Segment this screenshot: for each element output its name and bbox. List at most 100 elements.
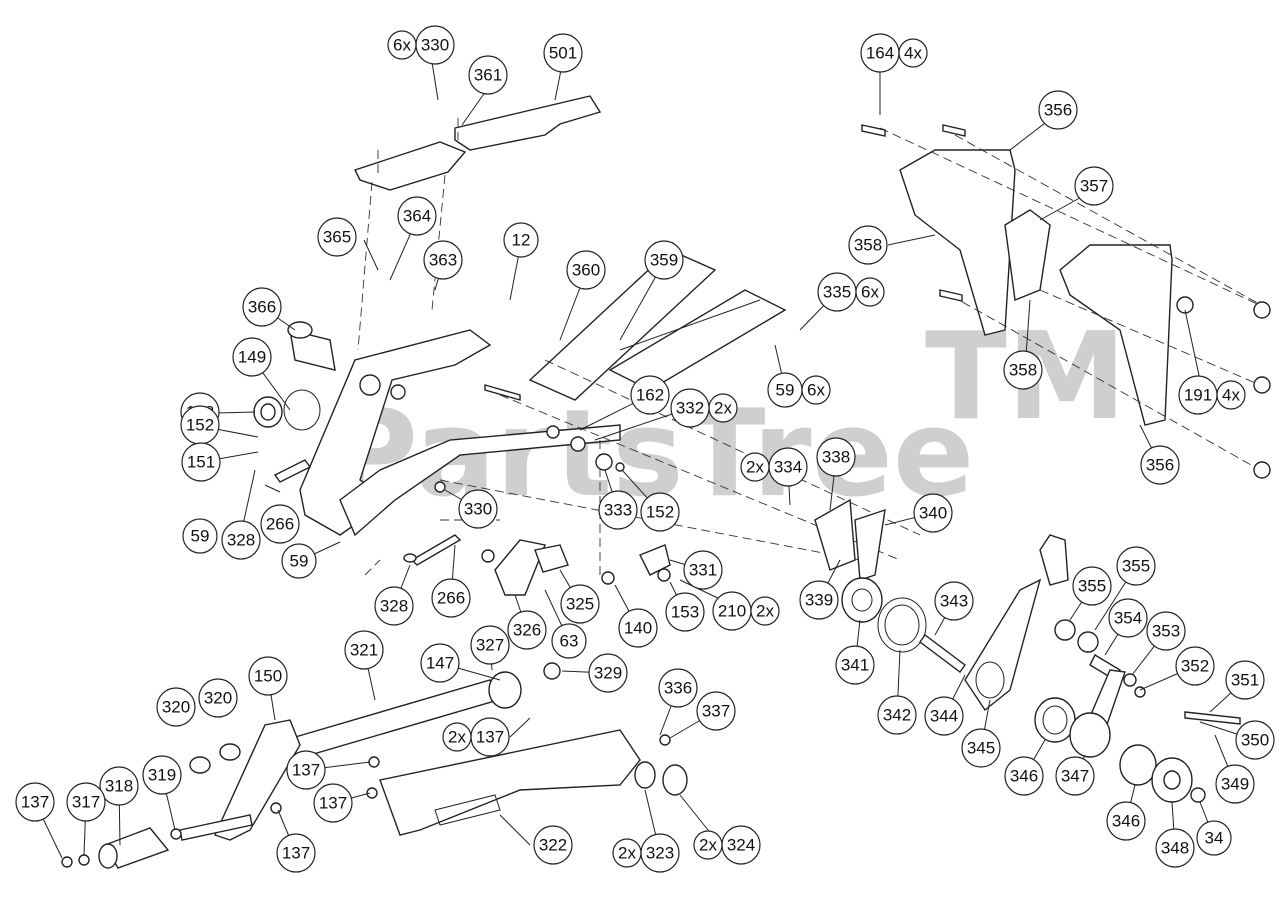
- callout-338[interactable]: 338: [816, 437, 856, 477]
- callout-140[interactable]: 140: [618, 608, 658, 648]
- callout-331[interactable]: 331: [683, 550, 723, 590]
- callout-153[interactable]: 153: [665, 592, 705, 632]
- callout-357[interactable]: 357: [1074, 166, 1114, 206]
- callout-label: 361: [474, 66, 502, 85]
- callout-361[interactable]: 361: [468, 55, 508, 95]
- callout-266[interactable]: 266: [260, 504, 300, 544]
- callout-359[interactable]: 359: [644, 240, 684, 280]
- callout-322[interactable]: 322: [533, 825, 573, 865]
- callout-347[interactable]: 347: [1055, 756, 1095, 796]
- callout-329[interactable]: 329: [588, 653, 628, 693]
- callout-318[interactable]: 318: [99, 766, 139, 806]
- pin-343: [919, 634, 966, 673]
- callout-343[interactable]: 343: [934, 581, 974, 621]
- callout-162[interactable]: 162: [630, 375, 670, 415]
- callout-59[interactable]: 59: [182, 518, 218, 554]
- callout-355[interactable]: 355: [1072, 566, 1112, 606]
- callout-358[interactable]: 358: [1003, 350, 1043, 390]
- callout-356[interactable]: 356: [1140, 445, 1180, 485]
- callout-147[interactable]: 147: [420, 643, 460, 683]
- callout-363[interactable]: 363: [423, 240, 463, 280]
- callout-344[interactable]: 344: [924, 696, 964, 736]
- callout-366[interactable]: 366: [242, 287, 282, 327]
- callout-358[interactable]: 358: [848, 225, 888, 265]
- callout-346[interactable]: 346: [1106, 801, 1146, 841]
- callout-circle: [934, 581, 974, 621]
- callout-317[interactable]: 317: [66, 782, 106, 822]
- callout-352[interactable]: 352: [1175, 646, 1215, 686]
- callout-348[interactable]: 348: [1155, 828, 1195, 868]
- callout-336[interactable]: 336: [658, 668, 698, 708]
- callout-364[interactable]: 364: [397, 196, 437, 236]
- callout-150[interactable]: 150: [248, 656, 288, 696]
- callout-12[interactable]: 12: [503, 222, 539, 258]
- callout-351[interactable]: 351: [1225, 660, 1265, 700]
- callout-label: 355: [1078, 577, 1106, 596]
- callout-320[interactable]: 320: [156, 687, 196, 727]
- knob: [1039, 534, 1069, 586]
- callout-328[interactable]: 328: [374, 586, 414, 626]
- callout-360[interactable]: 360: [566, 250, 606, 290]
- callout-326[interactable]: 326: [507, 610, 547, 650]
- callout-circle: [835, 645, 875, 685]
- bushing-366-end: [287, 321, 313, 339]
- callout-355[interactable]: 355: [1116, 546, 1156, 586]
- callout-circle: [248, 656, 288, 696]
- callout-152[interactable]: 152: [180, 405, 220, 445]
- callout-356[interactable]: 356: [1038, 90, 1078, 130]
- callout-circle: [232, 337, 272, 377]
- callout-342[interactable]: 342: [877, 695, 917, 735]
- callout-circle: [665, 592, 705, 632]
- callout-345[interactable]: 345: [961, 728, 1001, 768]
- quantity-badge: 4x: [898, 38, 928, 68]
- callout-137[interactable]: 137: [286, 750, 326, 790]
- callout-34[interactable]: 34: [1196, 820, 1232, 856]
- callout-341[interactable]: 341: [835, 645, 875, 685]
- callout-137[interactable]: 137: [276, 833, 316, 873]
- callout-266[interactable]: 266: [431, 578, 471, 618]
- callout-346[interactable]: 346: [1004, 756, 1044, 796]
- bushing-323: [634, 761, 656, 789]
- callout-339[interactable]: 339: [799, 580, 839, 620]
- callout-501[interactable]: 501: [543, 33, 583, 73]
- callout-337[interactable]: 337: [696, 691, 736, 731]
- callout-321[interactable]: 321: [344, 630, 384, 670]
- callout-349[interactable]: 349: [1215, 764, 1255, 804]
- callout-circle: [1155, 828, 1195, 868]
- callout-330[interactable]: 330: [458, 489, 498, 529]
- callout-137[interactable]: 137: [313, 783, 353, 823]
- callout-circle: [1225, 660, 1265, 700]
- callout-353[interactable]: 353: [1146, 611, 1186, 651]
- callout-333[interactable]: 333: [598, 490, 638, 530]
- quantity-circle: [855, 277, 885, 307]
- callout-59[interactable]: 59: [281, 543, 317, 579]
- callout-149[interactable]: 149: [232, 337, 272, 377]
- callout-327[interactable]: 327: [470, 625, 510, 665]
- callout-63[interactable]: 63: [551, 623, 587, 659]
- callout-354[interactable]: 354: [1108, 598, 1148, 638]
- callout-340[interactable]: 340: [913, 493, 953, 533]
- callout-365[interactable]: 365: [317, 217, 357, 257]
- callout-137[interactable]: 137: [15, 782, 55, 822]
- callout-328[interactable]: 328: [221, 520, 261, 560]
- callout-152[interactable]: 152: [640, 492, 680, 532]
- callout-151[interactable]: 151: [181, 442, 221, 482]
- callout-319[interactable]: 319: [142, 755, 182, 795]
- washer-353: [1123, 673, 1137, 687]
- callout-350[interactable]: 350: [1235, 720, 1275, 760]
- frame-hole: [359, 374, 381, 396]
- guide-line: [954, 134, 1271, 311]
- callout-320[interactable]: 320: [198, 678, 238, 718]
- callout-325[interactable]: 325: [560, 584, 600, 624]
